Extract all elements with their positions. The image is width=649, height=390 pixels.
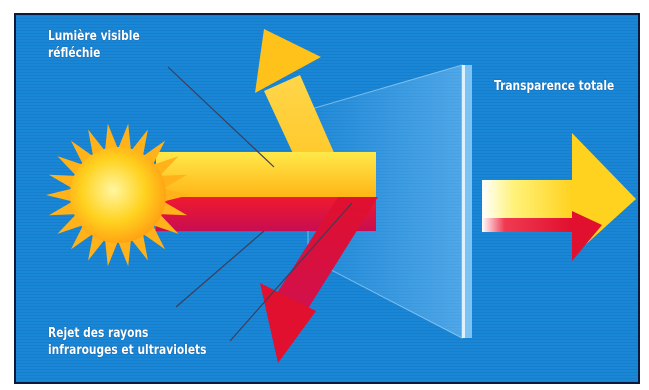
label-reflected-light: Lumière visible réfléchie — [48, 28, 140, 62]
label-reflected-line1: Lumière visible — [48, 29, 140, 44]
diagram-frame: Lumière visible réfléchie Transparence t… — [14, 13, 640, 384]
rejected-rays-arrow — [260, 197, 378, 363]
label-reflected-line2: réfléchie — [48, 46, 101, 61]
leader-line-rejected-2 — [229, 202, 353, 342]
diagram-canvas — [16, 15, 638, 382]
leader-lines — [167, 66, 353, 342]
label-rejected-line1: Rejet des rayons — [48, 326, 149, 341]
transmitted-red-arrow — [482, 211, 602, 261]
sun-icon — [46, 123, 190, 267]
leader-line-rejected-1 — [175, 230, 265, 308]
label-rejected-rays: Rejet des rayons infrarouges et ultravio… — [48, 325, 207, 359]
label-rejected-line2: infrarouges et ultraviolets — [48, 343, 207, 358]
label-transparency: Transparence totale — [494, 79, 615, 94]
leader-line-reflected — [167, 66, 275, 168]
